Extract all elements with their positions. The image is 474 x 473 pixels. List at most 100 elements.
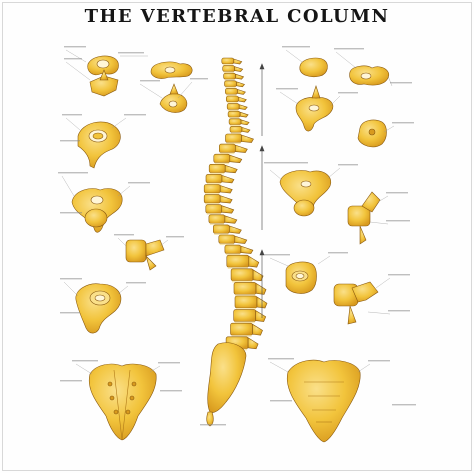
spinous-process [219, 195, 233, 204]
lumbar-vertebra-right-superior [285, 261, 317, 294]
fine-print-label [60, 140, 80, 142]
vertebra-body [203, 184, 221, 194]
leader-line [117, 185, 131, 197]
spinous-process [240, 245, 254, 254]
leader-line [369, 221, 389, 225]
intervertebral-disc [207, 182, 221, 185]
spinous-process [229, 154, 243, 164]
leader-line [63, 281, 79, 297]
vertebra-body [203, 194, 221, 204]
vertebra-body [205, 174, 223, 184]
leader-line [117, 285, 129, 295]
intervertebral-disc [230, 124, 241, 127]
thoracic-vertebra-lateral [125, 239, 165, 271]
spinous-process [252, 269, 264, 282]
vertebra-body [213, 224, 230, 234]
leader-line [269, 257, 289, 267]
fine-print-label [72, 360, 98, 362]
vertebra-body [227, 110, 241, 118]
leader-line [357, 363, 371, 373]
spinous-process [237, 88, 246, 95]
fine-print-label [338, 92, 358, 94]
vertebra-body [228, 118, 242, 126]
vertebra-body [230, 268, 254, 282]
poster-title: THE VERTEBRAL COLUMN [84, 6, 390, 27]
sacrum-posterior-view [88, 363, 157, 441]
intervertebral-disc [206, 213, 221, 215]
leader-line [387, 75, 393, 87]
thoracic-vertebra-right-superior [279, 170, 332, 217]
intervertebral-disc [225, 86, 236, 89]
intervertebral-disc [225, 253, 240, 256]
leader-line [269, 169, 283, 181]
intervertebral-disc [235, 294, 255, 296]
intervertebral-disc [234, 321, 255, 324]
fine-print-label [270, 400, 292, 402]
vertebra-body [226, 254, 250, 268]
atlas-right [349, 65, 390, 86]
fine-print-label [386, 220, 410, 222]
fine-print-label [200, 424, 226, 426]
vertebra-body [208, 214, 226, 224]
leader-line [377, 195, 389, 203]
fine-print-label [264, 162, 308, 164]
leader-line [279, 91, 299, 105]
axis-vertebra-lateral [89, 69, 119, 97]
spinous-process [235, 73, 245, 80]
vertebra-body [224, 244, 242, 254]
leader-line [75, 363, 93, 375]
spinous-process [219, 185, 233, 194]
vertebra-body [218, 234, 236, 244]
vertebra-body [226, 103, 240, 110]
leader-line [177, 81, 193, 99]
leader-line [329, 95, 341, 107]
fine-print-label [160, 390, 182, 392]
spinous-process [241, 134, 254, 143]
fine-print-label [388, 310, 410, 312]
vertebra-body [225, 133, 242, 143]
vertebra-body [222, 65, 235, 72]
intervertebral-disc [224, 79, 235, 81]
fine-print-label [60, 312, 80, 314]
vertebra-body [233, 309, 256, 322]
fine-print-label [338, 164, 358, 166]
spinous-process [248, 255, 260, 268]
spinous-process [238, 96, 247, 103]
vertebra-body [223, 72, 236, 80]
fine-print-label [64, 46, 86, 48]
vertebra-body [234, 295, 258, 309]
leader-line [149, 365, 161, 373]
fine-print-label [392, 404, 416, 406]
intervertebral-disc [214, 233, 229, 235]
leader-line [159, 239, 169, 247]
spinous-process [224, 164, 238, 174]
fine-print-label [124, 114, 146, 116]
axis-top-view [159, 83, 188, 113]
fine-print-label [264, 254, 290, 256]
leader-line [375, 277, 391, 289]
spinous-process [241, 126, 251, 133]
curvature-markers [259, 63, 265, 318]
fine-print-label [118, 52, 144, 54]
vertebra-body [226, 95, 239, 103]
cervical-vertebra-right-lateral [357, 119, 387, 148]
fine-print-label [60, 278, 82, 280]
spinal-column [203, 57, 268, 427]
leader-line [139, 83, 163, 99]
vertebra-body [229, 126, 243, 133]
intervertebral-disc [231, 132, 241, 134]
coccyx [206, 411, 214, 427]
intervertebral-disc [227, 102, 238, 104]
vertebra-body [225, 88, 238, 95]
spinous-process [252, 323, 263, 336]
intervertebral-disc [227, 267, 248, 269]
fine-print-label [368, 360, 390, 362]
intervertebral-disc [231, 335, 252, 337]
atlas-vertebra-superior [87, 55, 119, 76]
intervertebral-disc [223, 71, 234, 74]
spinous-process [236, 81, 246, 88]
fine-print-label [328, 252, 348, 254]
fine-print-label [334, 48, 364, 50]
leader-line [111, 117, 127, 129]
